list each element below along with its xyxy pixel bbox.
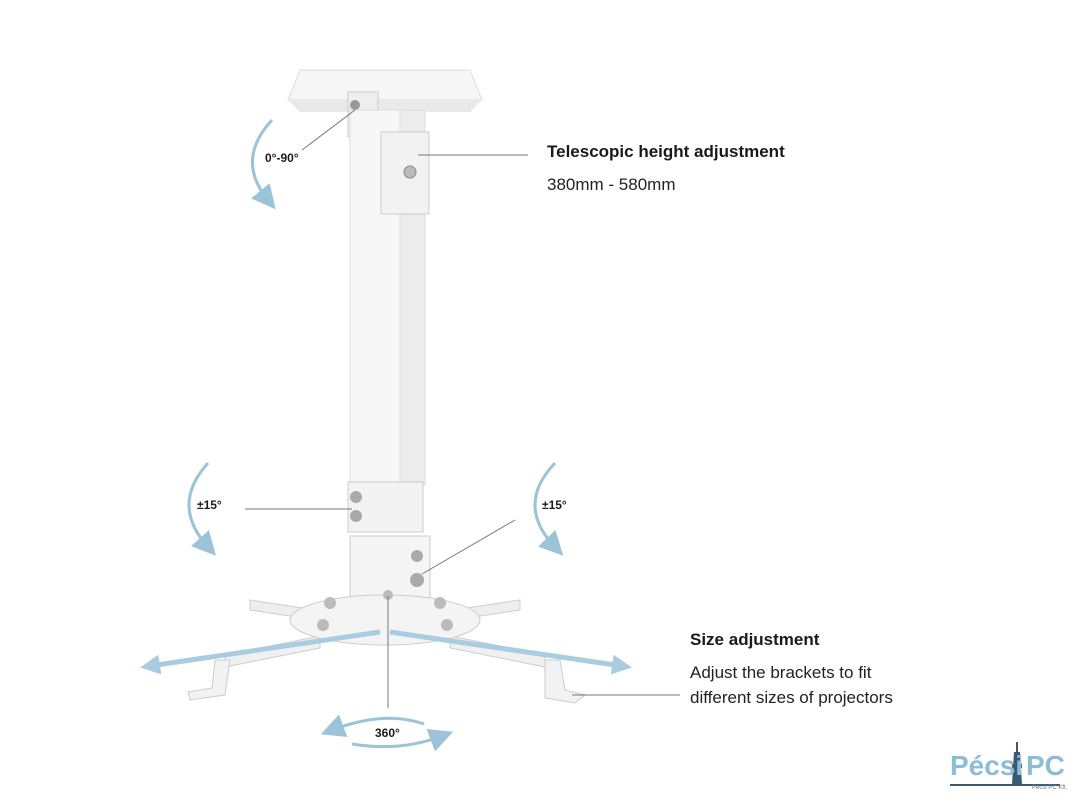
bracket-arms (187, 590, 587, 704)
pecsi-pc-logo: Pécsi PC Pécsi PC Kft. (948, 748, 1068, 798)
telescopic-range: 380mm - 580mm (547, 175, 676, 194)
right-tilt-label: ±15° (542, 498, 567, 512)
rotate-arrow-top (320, 714, 425, 737)
size-arrow-left (140, 629, 381, 675)
rotate-arrow-bottom (351, 729, 454, 752)
logo-subtitle: Pécsi PC Kft. (1032, 785, 1068, 791)
size-title: Size adjustment (690, 630, 820, 649)
telescopic-title: Telescopic height adjustment (547, 142, 785, 161)
rotation-label: 360° (375, 726, 400, 740)
size-line-1: Adjust the brackets to fit (690, 663, 872, 682)
logo-text-pc: PC (1026, 750, 1065, 781)
callout-lines (245, 109, 680, 708)
top-tilt-label: 0°-90° (265, 151, 299, 165)
left-tilt-label: ±15° (197, 498, 222, 512)
logo-tower-icon (950, 742, 1060, 786)
tilt-arrow-right (533, 461, 564, 556)
tilt-arrow-top (251, 118, 276, 210)
logo-text-pecsi: Pécsi (950, 750, 1024, 781)
size-arrow-right (389, 629, 632, 675)
telescopic-column (347, 109, 431, 609)
size-line-2: different sizes of projectors (690, 688, 893, 707)
tilt-arrow-left (187, 461, 217, 556)
